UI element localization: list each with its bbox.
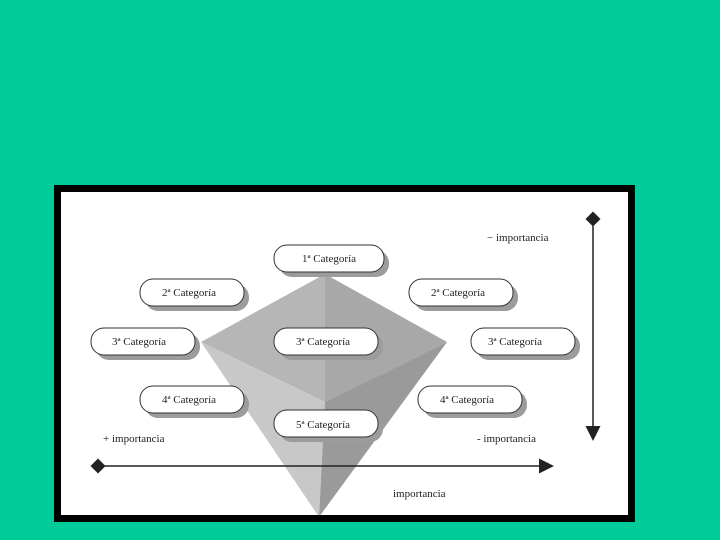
label-top-right: − importancia	[487, 232, 549, 244]
pill-cat4-right-label: 4ª Categoría	[440, 394, 494, 406]
pill-cat2-right-label: 2ª Categoría	[431, 287, 485, 299]
pill-cat4-left: 4ª Categoría	[139, 385, 249, 418]
pill-cat2-right: 2ª Categoría	[408, 278, 518, 311]
pill-cat3-left-label: 3ª Categoría	[112, 336, 166, 348]
pill-cat1-label: 1ª Categoría	[302, 253, 356, 265]
pill-cat3-right-label: 3ª Categoría	[488, 336, 542, 348]
pill-cat5-label: 5ª Categoría	[296, 419, 350, 431]
label-right-bottom: - importancia	[477, 433, 536, 445]
pill-cat3-right: 3ª Categoría	[470, 327, 580, 360]
pill-cat3-center-label: 3ª Categoría	[296, 336, 350, 348]
diagram-frame: 1ª Categoría 2ª Categoría 2ª Categoría 3…	[54, 185, 635, 522]
pill-cat2-left: 2ª Categoría	[139, 278, 249, 311]
pill-cat2-left-label: 2ª Categoría	[162, 287, 216, 299]
pill-cat3-left: 3ª Categoría	[90, 327, 200, 360]
diagram-svg: 1ª Categoría 2ª Categoría 2ª Categoría 3…	[90, 211, 601, 515]
pill-cat1: 1ª Categoría	[273, 244, 389, 277]
pyramid-top-right-face	[325, 274, 447, 402]
pill-cat4-right: 4ª Categoría	[417, 385, 527, 418]
pill-cat3-center: 3ª Categoría	[273, 327, 383, 360]
pill-cat4-left-label: 4ª Categoría	[162, 394, 216, 406]
label-bottom-axis: importancia	[393, 488, 446, 500]
pill-cat5: 5ª Categoría	[273, 409, 383, 442]
diagram-canvas: 1ª Categoría 2ª Categoría 2ª Categoría 3…	[61, 192, 628, 515]
pyramid-top-left-face	[201, 274, 325, 402]
label-left-bottom: + importancia	[103, 433, 165, 445]
